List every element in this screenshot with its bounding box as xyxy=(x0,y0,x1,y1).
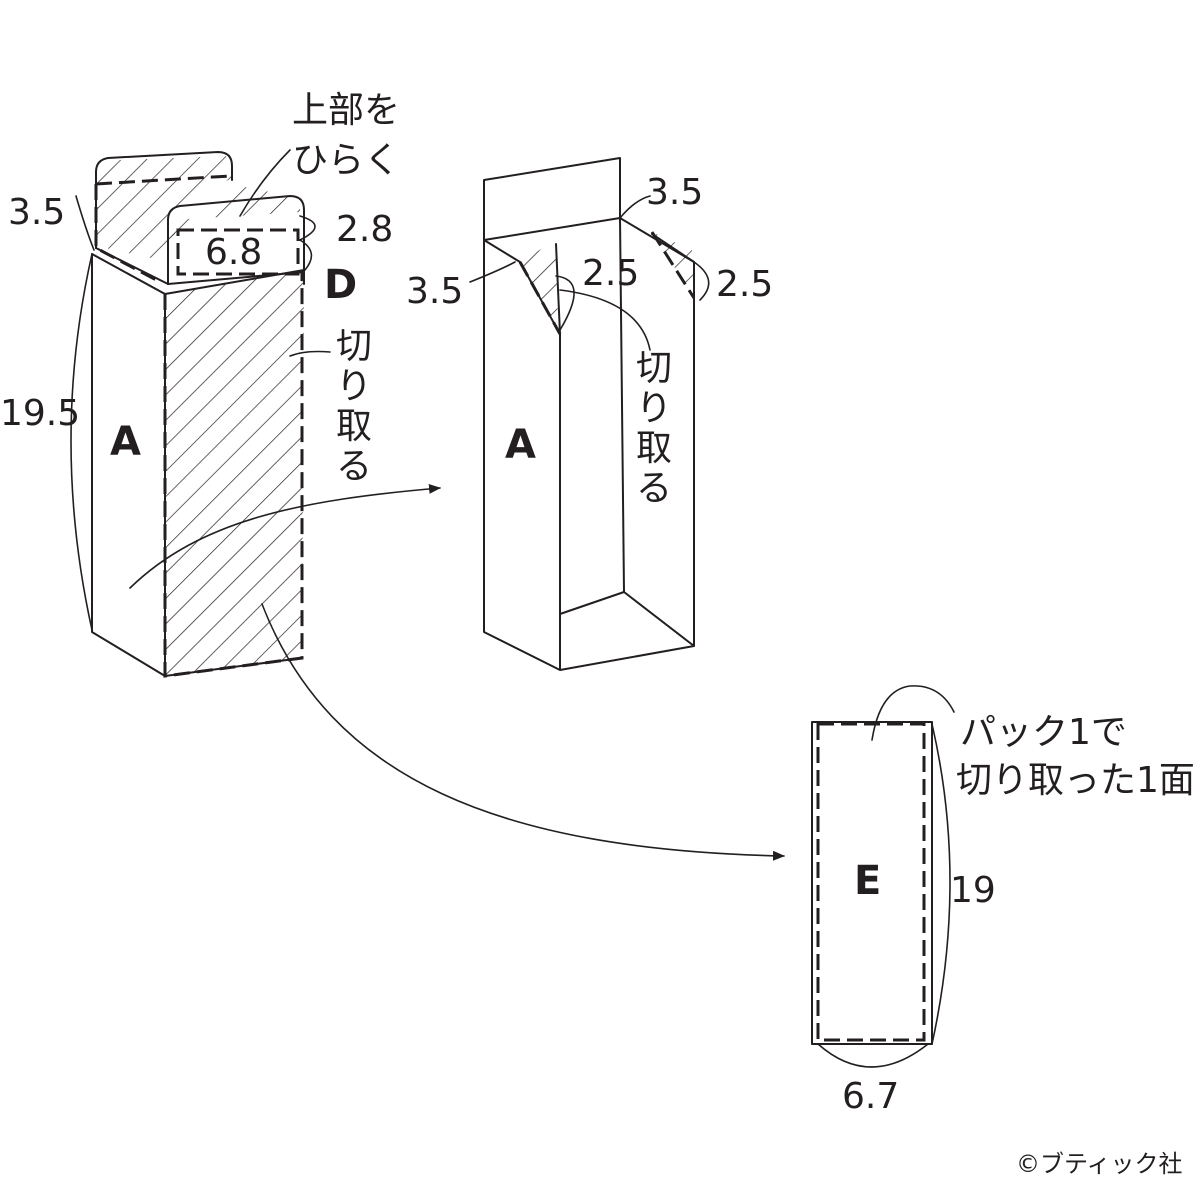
panel-e-leader-note xyxy=(871,685,955,741)
flap-crease-2 xyxy=(167,271,305,285)
middle-dashed-right xyxy=(650,231,696,299)
left-dim-3-5: 3.5 xyxy=(8,192,65,233)
leader-open-top xyxy=(239,149,291,217)
middle-note-cut-3: 取 xyxy=(636,428,672,469)
middle-hatch-left xyxy=(520,240,558,330)
middle-dim-3-5-left xyxy=(469,261,516,283)
left-label-d: D xyxy=(324,262,357,308)
copyright-text: ©ブティック社 xyxy=(1016,1150,1183,1178)
left-carton xyxy=(70,149,331,678)
dashed-lid xyxy=(176,228,300,276)
dim-curve-2-8 xyxy=(299,215,316,241)
arrow-to-middle xyxy=(129,483,441,589)
panel-e-dashed xyxy=(816,722,926,1042)
middle-dim-2-5-right-label: 2.5 xyxy=(716,264,773,305)
panel-e-outline xyxy=(811,721,933,1045)
leader-cut xyxy=(289,350,331,357)
left-note-cut-2: り xyxy=(336,366,372,407)
middle-back-panel xyxy=(483,157,621,241)
note-open-top-line2: ひらく xyxy=(292,140,400,181)
back-flap-outline xyxy=(95,151,233,249)
middle-note-cut-1: 切 xyxy=(636,348,672,389)
front-face-hatch xyxy=(165,270,304,676)
panel-e-note-line1: パック1で xyxy=(960,712,1127,753)
middle-label-a: A xyxy=(505,422,536,468)
left-dim-2-8: 2.8 xyxy=(336,209,393,250)
arrow-to-panel-e xyxy=(261,603,785,861)
left-dim-19-5: 19.5 xyxy=(0,393,80,434)
left-note-cut-1: 切 xyxy=(336,326,372,367)
middle-dim-3-5-right xyxy=(619,195,651,219)
panel-e-note-line2: 切り取った1面 xyxy=(956,760,1195,801)
note-open-top-line1: 上部を xyxy=(292,90,400,131)
middle-note-cut-4: る xyxy=(636,468,672,509)
front-flap-outline xyxy=(167,195,305,285)
middle-carton xyxy=(469,157,710,671)
dim-curve-6-8 xyxy=(299,239,313,271)
panel-e-dim-6-7: 6.7 xyxy=(842,1076,899,1117)
left-note-cut-3: 取 xyxy=(336,406,372,447)
dashed-front-face xyxy=(163,270,304,678)
panel-e-label: E xyxy=(854,858,881,904)
panel-e-dim-width xyxy=(817,1043,929,1068)
dim-curve-19-5 xyxy=(70,253,93,631)
left-label-a: A xyxy=(110,419,141,465)
middle-body xyxy=(483,217,695,671)
dim-curve-3-5 xyxy=(75,195,95,251)
middle-dim-2-5-right xyxy=(693,261,710,301)
left-dim-6-8: 6.8 xyxy=(205,232,262,273)
middle-dim-2-5-center-label: 2.5 xyxy=(582,253,639,294)
middle-dim-3-5-left-label: 3.5 xyxy=(406,271,463,312)
left-note-cut-4: る xyxy=(336,446,372,487)
middle-note-cut-2: り xyxy=(636,388,672,429)
middle-dashed-left xyxy=(518,261,562,335)
panel-e-dim-height xyxy=(931,723,951,1045)
panel-e xyxy=(811,685,955,1068)
middle-dim-3-5-top: 3.5 xyxy=(646,172,703,213)
panel-e-dim-19: 19 xyxy=(950,870,996,911)
middle-leader-cut xyxy=(559,289,651,351)
